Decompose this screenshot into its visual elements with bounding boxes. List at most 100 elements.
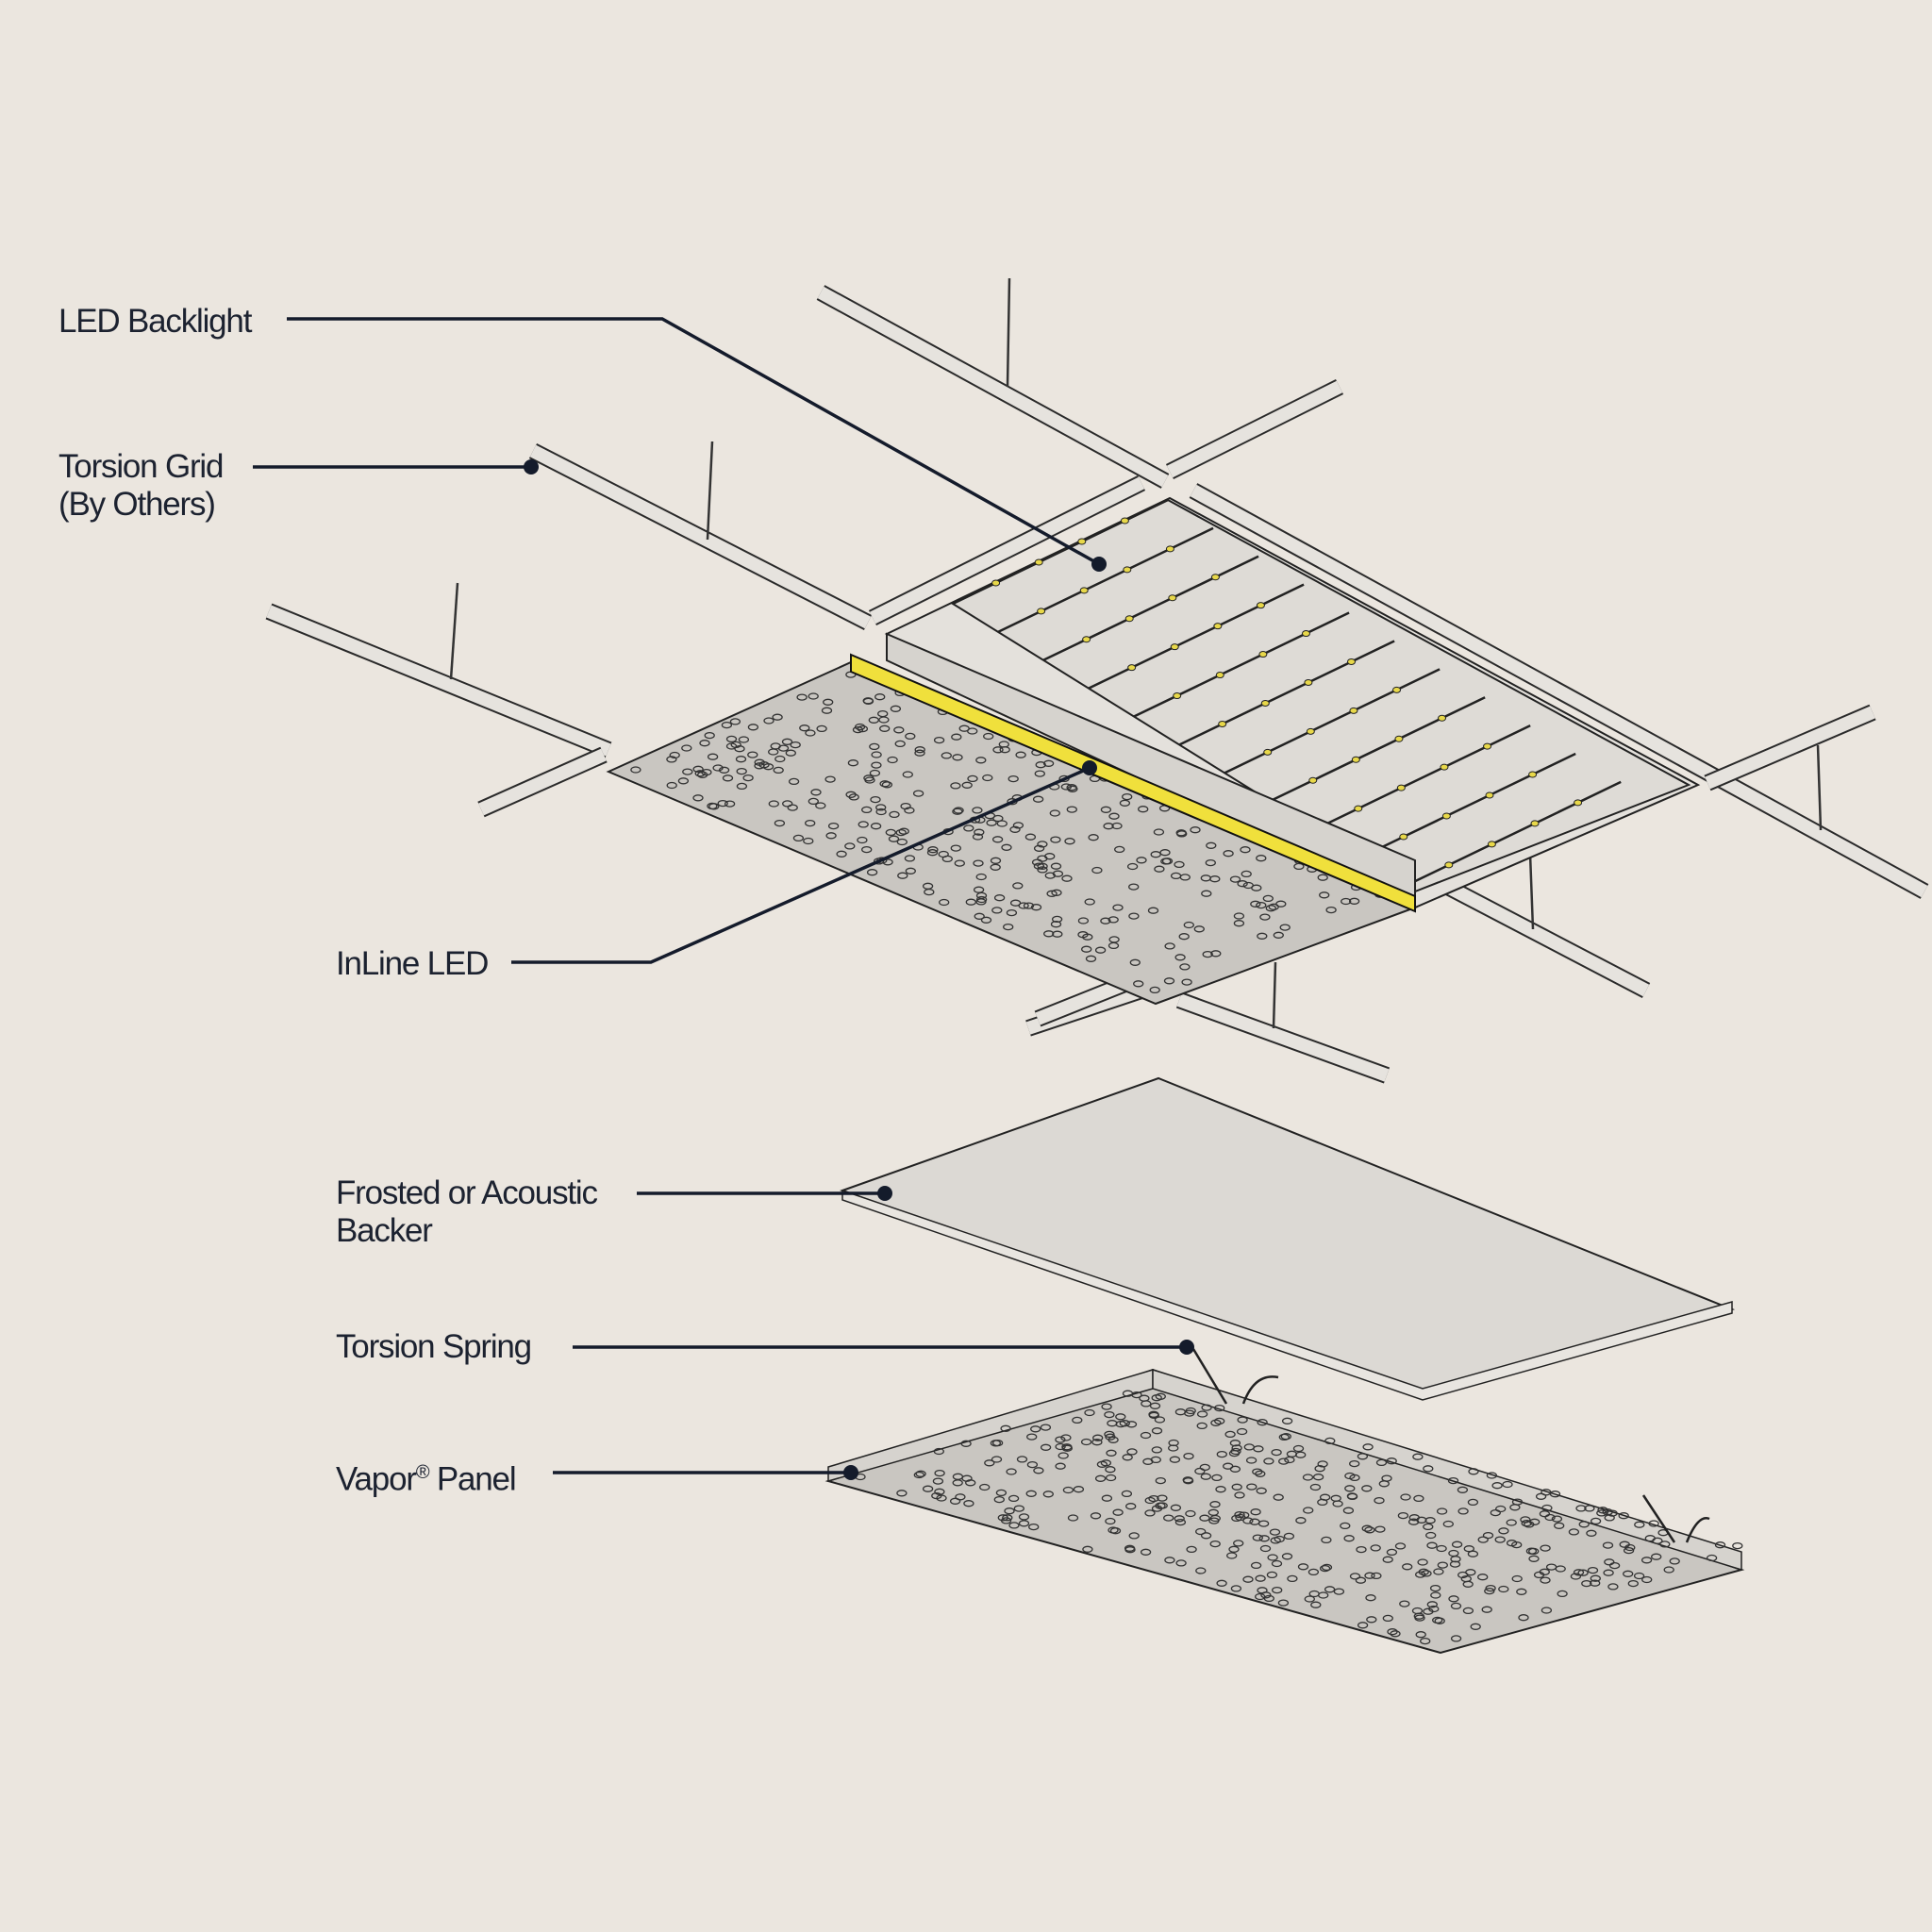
perforation-hole xyxy=(1215,1486,1226,1493)
grid-rail xyxy=(266,605,611,757)
perforation-hole xyxy=(1199,1514,1210,1522)
perforation-hole xyxy=(982,774,993,782)
perforation-hole xyxy=(984,1459,995,1467)
led-dot xyxy=(1441,812,1451,820)
perforation-hole xyxy=(844,842,856,850)
perforation-hole xyxy=(991,1456,1003,1463)
perforation-hole xyxy=(965,898,976,906)
perforation-hole xyxy=(1072,1416,1083,1424)
perforation-hole xyxy=(1575,1505,1587,1512)
perforation-hole xyxy=(887,756,898,764)
perforation-hole xyxy=(1349,1573,1361,1580)
perforation-hole xyxy=(1214,1417,1225,1425)
perforation-hole xyxy=(1148,1494,1159,1503)
perforation-hole xyxy=(724,800,736,808)
perforation-hole xyxy=(825,832,837,840)
perforation-hole xyxy=(1164,1557,1175,1564)
perforation-hole xyxy=(874,693,886,701)
perforation-hole xyxy=(1230,1447,1241,1456)
perforation-hole xyxy=(980,916,992,924)
perforation-hole xyxy=(1160,858,1172,865)
perforation-hole xyxy=(1259,1544,1272,1553)
perforation-hole xyxy=(1357,1622,1369,1629)
perforation-hole xyxy=(857,836,868,844)
perforation-hole xyxy=(1229,875,1241,883)
perforation-hole xyxy=(1209,1501,1221,1508)
perforation-hole xyxy=(1088,834,1099,841)
perforation-hole xyxy=(816,724,827,733)
grid-rail xyxy=(529,444,872,629)
perforation-hole xyxy=(721,721,733,729)
perforation-hole xyxy=(871,761,882,769)
perforation-hole xyxy=(952,1473,964,1480)
perforation-hole xyxy=(1067,785,1078,792)
perforation-hole xyxy=(1394,1542,1407,1550)
perforation-hole xyxy=(1100,806,1112,813)
perforation-hole xyxy=(1105,1517,1116,1525)
perforation-hole xyxy=(1150,1456,1161,1464)
led-dot xyxy=(1260,699,1270,707)
vapor-panel-rim-right xyxy=(1152,1368,1742,1572)
perforation-hole xyxy=(1450,1635,1462,1642)
perforation-hole xyxy=(1271,1448,1282,1457)
perforation-hole xyxy=(1413,1494,1424,1503)
perforation-hole xyxy=(1105,1466,1116,1474)
perforation-hole xyxy=(1050,836,1061,843)
perforation-hole xyxy=(1314,1465,1325,1473)
perforation-hole xyxy=(1216,1450,1227,1458)
perforation-hole xyxy=(1105,1474,1117,1482)
perforation-hole xyxy=(1481,1606,1492,1613)
perforation-hole xyxy=(1494,1536,1506,1543)
perforation-hole xyxy=(1090,1512,1102,1520)
perforation-hole xyxy=(1190,826,1201,834)
perforation-hole xyxy=(1498,1527,1509,1535)
led-dot xyxy=(1263,748,1273,756)
perforation-hole xyxy=(1274,1535,1285,1543)
perforation-hole xyxy=(1114,845,1125,854)
perforation-hole xyxy=(1307,1568,1320,1576)
perforation-hole xyxy=(823,698,834,706)
perforation-hole xyxy=(1101,1494,1113,1502)
perforation-hole xyxy=(863,774,874,782)
perforation-hole xyxy=(1308,1590,1320,1598)
perforation-hole xyxy=(965,1479,976,1487)
perforation-hole xyxy=(790,741,801,749)
perforation-hole xyxy=(1018,1520,1030,1527)
perforation-hole xyxy=(950,844,961,852)
perforation-hole xyxy=(1412,1453,1424,1460)
perforation-hole xyxy=(788,777,800,786)
perforation-hole xyxy=(1147,907,1159,914)
perforation-hole xyxy=(1644,1535,1656,1542)
perforation-hole xyxy=(888,835,900,842)
perforation-hole xyxy=(704,731,715,740)
perforation-hole xyxy=(1400,1493,1411,1501)
perforation-hole xyxy=(858,821,869,828)
perforation-hole xyxy=(1042,759,1055,767)
perforation-hole xyxy=(1201,890,1212,897)
led-dot xyxy=(1444,861,1454,869)
perforation-hole xyxy=(1091,866,1103,874)
perforation-hole xyxy=(990,1440,1002,1447)
perforation-hole xyxy=(1246,1483,1257,1491)
led-dot xyxy=(1077,538,1087,545)
perforation-hole xyxy=(1200,1473,1211,1480)
perforation-hole xyxy=(1381,1474,1392,1482)
perforation-hole xyxy=(1242,881,1254,890)
perforation-hole xyxy=(1178,933,1190,941)
perforation-hole xyxy=(1280,1433,1291,1441)
perforation-hole xyxy=(1174,1408,1187,1416)
perforation-hole xyxy=(1648,1520,1659,1527)
perforation-hole xyxy=(1175,829,1187,837)
perforation-hole xyxy=(1004,1507,1015,1515)
perforation-hole xyxy=(1581,1579,1592,1588)
perforation-hole xyxy=(1035,761,1046,769)
perforation-hole xyxy=(952,754,963,761)
perforation-hole xyxy=(1033,844,1045,852)
perforation-hole xyxy=(805,819,816,827)
perforation-hole xyxy=(1252,1468,1263,1475)
led-dot xyxy=(1528,771,1538,778)
perforation-hole xyxy=(896,838,908,846)
perforation-hole xyxy=(879,724,891,732)
perforation-hole xyxy=(772,713,783,721)
perforation-hole xyxy=(1231,1483,1242,1491)
